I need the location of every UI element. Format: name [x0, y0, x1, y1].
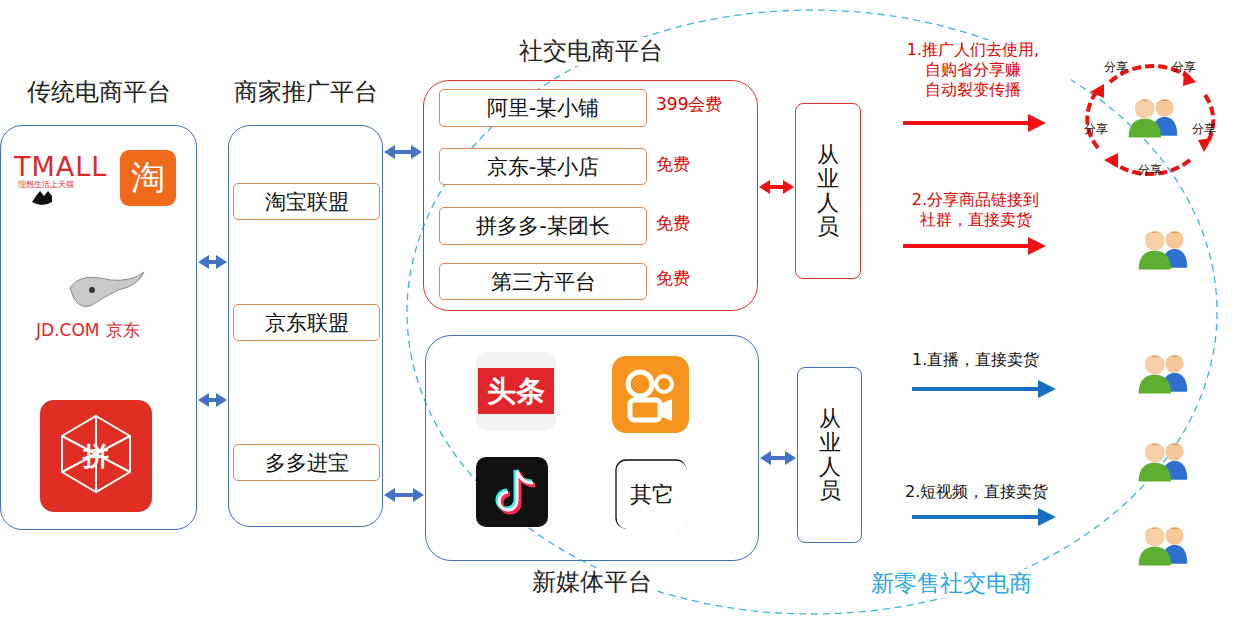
annotation: 免费 — [656, 268, 690, 289]
annotation: 2.短视频，直接卖货 — [905, 482, 1048, 502]
annotation: TMALL — [14, 150, 107, 184]
arrow-head — [216, 255, 227, 269]
arrow-head — [384, 488, 395, 502]
connector — [198, 255, 227, 269]
annotation: JD.COM — [36, 320, 99, 341]
arrow-head — [216, 393, 227, 407]
connector — [384, 488, 424, 502]
process-box: 京东联盟 — [233, 304, 380, 341]
process-box: 阿里-某小铺 — [439, 89, 647, 127]
worker-box: 从业人员 — [795, 103, 861, 279]
worker-box: 从业人员 — [797, 367, 862, 543]
process-box: 多多进宝 — [233, 444, 380, 481]
platform-group: 新媒体平台其它 — [425, 335, 759, 561]
annotation: 免费 — [656, 154, 690, 175]
node-label: 京东-某小店 — [487, 153, 600, 181]
connector-line — [393, 150, 413, 154]
connector — [760, 451, 796, 465]
annotation: 京东 — [106, 320, 140, 341]
arrow-head — [384, 145, 395, 159]
arrow-head — [198, 255, 209, 269]
node-label: 从业人员 — [817, 143, 839, 240]
annotation: 新零售社交电商 — [868, 569, 1035, 598]
connector-line — [769, 456, 787, 460]
group-heading: 新媒体平台 — [528, 568, 656, 597]
process-box: 淘宝联盟 — [233, 183, 380, 220]
share-cycle — [1087, 66, 1213, 174]
node-label: 其它 — [630, 480, 674, 510]
arrow-head — [785, 451, 796, 465]
group-heading: 传统电商平台 — [23, 78, 175, 107]
arrow-head — [413, 488, 424, 502]
annotation: 拼 — [76, 440, 116, 473]
platform-group: 商家推广平台淘宝联盟京东联盟多多进宝 — [228, 125, 383, 527]
annotation: 理想生活上天猫 — [18, 180, 74, 190]
other-box: 其它 — [617, 461, 687, 529]
node-label: 阿里-某小铺 — [487, 94, 600, 122]
annotation: 分享 — [1172, 60, 1196, 75]
arrow-head — [411, 145, 422, 159]
connector — [198, 393, 227, 407]
annotation: 免费 — [656, 213, 690, 234]
share-heads — [1090, 70, 1212, 168]
annotation: 分享 — [1138, 163, 1162, 178]
arrow-head — [198, 393, 209, 407]
node-label: 淘宝联盟 — [265, 188, 349, 216]
node-label: 京东联盟 — [265, 309, 349, 337]
annotation: 1.推广人们去使用, 自购省分享赚 自动裂变传播 — [875, 40, 1071, 100]
arrow-head — [783, 180, 794, 194]
arrow-head — [759, 180, 770, 194]
annotation: 1.直播，直接卖货 — [912, 350, 1039, 370]
connector-line — [768, 185, 785, 189]
region-circle — [407, 10, 1217, 614]
group-heading: 商家推广平台 — [230, 78, 382, 107]
connector-line — [393, 493, 415, 497]
annotation: 分享 — [1192, 122, 1216, 137]
node-label: 拼多多-某团长 — [476, 212, 610, 240]
annotation: 399会费 — [656, 94, 722, 115]
process-box: 第三方平台 — [439, 263, 647, 300]
arrow-head — [760, 451, 771, 465]
group-heading: 社交电商平台 — [515, 37, 667, 66]
connector — [759, 180, 794, 194]
annotation: 分享 — [1084, 122, 1108, 137]
node-label: 多多进宝 — [265, 449, 349, 477]
platform-group: 社交电商平台阿里-某小铺京东-某小店拼多多-某团长第三方平台 — [423, 80, 758, 311]
process-box: 拼多多-某团长 — [439, 207, 647, 245]
sales-arrows — [903, 114, 1056, 526]
logos — [32, 150, 689, 528]
annotation: 2.分享商品链接到 社群，直接卖货 — [885, 190, 1066, 230]
annotation: 分享 — [1104, 60, 1128, 75]
annotation: 头条 — [478, 373, 554, 409]
process-box: 京东-某小店 — [439, 148, 647, 185]
people-icons — [1129, 99, 1188, 566]
annotation: 淘 — [122, 156, 174, 199]
node-label: 第三方平台 — [491, 268, 596, 296]
connector — [384, 145, 422, 159]
node-label: 从业人员 — [819, 407, 841, 504]
